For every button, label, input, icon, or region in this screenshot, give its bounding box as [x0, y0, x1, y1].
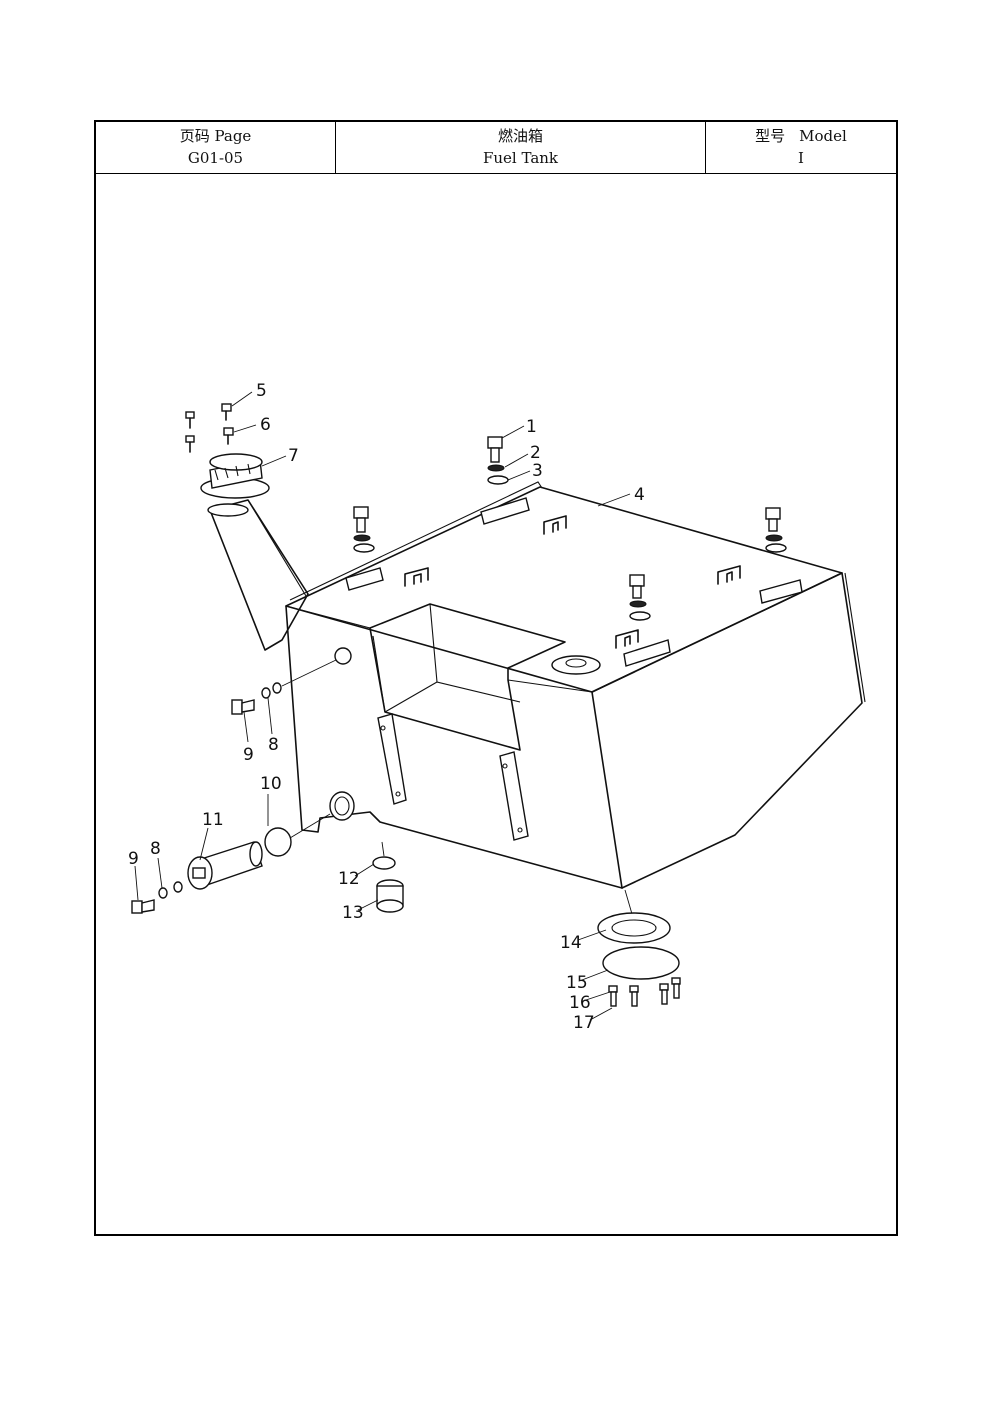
drain-plug-assembly — [372, 841, 404, 913]
suction-filter-assembly — [131, 813, 331, 914]
filler-cap-screws — [185, 403, 234, 453]
callout-14: 14 — [560, 933, 582, 953]
callout-8-side: 8 — [268, 735, 279, 755]
callout-17: 17 — [573, 1013, 595, 1033]
callout-7: 7 — [288, 446, 299, 466]
model-cell: 型号 Model I — [706, 122, 896, 173]
callout-4: 4 — [634, 485, 645, 505]
title-block: 页码 Page G01-05 燃油箱 Fuel Tank 型号 Model I — [96, 122, 896, 174]
callout-5: 5 — [256, 381, 267, 401]
model-label-cn: 型号 — [755, 127, 786, 145]
callout-16: 16 — [569, 993, 591, 1013]
title-chinese: 燃油箱 — [497, 127, 543, 145]
model-label-en: Model — [799, 127, 847, 145]
drawing-sheet: 页码 Page G01-05 燃油箱 Fuel Tank 型号 Model I — [94, 120, 898, 1236]
model-value: I — [798, 149, 804, 167]
fuel-tank-body — [285, 481, 866, 889]
filler-neck-assembly — [200, 453, 309, 651]
title-cell: 燃油箱 Fuel Tank — [336, 122, 706, 173]
callout-6: 6 — [260, 415, 271, 435]
callout-11: 11 — [202, 810, 224, 830]
callout-12: 12 — [338, 869, 360, 889]
callout-15: 15 — [566, 973, 588, 993]
callout-10: 10 — [260, 774, 282, 794]
callout-9-front: 9 — [128, 849, 139, 869]
callout-1: 1 — [526, 417, 537, 437]
callout-8-front: 8 — [150, 839, 161, 859]
callout-13: 13 — [342, 903, 364, 923]
callout-3: 3 — [532, 461, 543, 481]
top-mounting-bolts — [353, 436, 787, 621]
title-english: Fuel Tank — [482, 149, 559, 167]
page-number: G01-05 — [187, 149, 244, 167]
page-cell: 页码 Page G01-05 — [96, 122, 336, 173]
bottom-cover-assembly — [597, 889, 681, 1007]
callout-numbers: 1 2 3 4 5 6 7 8 9 10 11 8 9 12 13 14 15 … — [128, 381, 645, 1033]
page-label: 页码 Page — [179, 127, 252, 145]
callout-9-side: 9 — [243, 745, 254, 765]
side-bolt-and-seals — [231, 659, 337, 715]
callout-leaders — [134, 391, 631, 1021]
callout-2: 2 — [530, 443, 541, 463]
